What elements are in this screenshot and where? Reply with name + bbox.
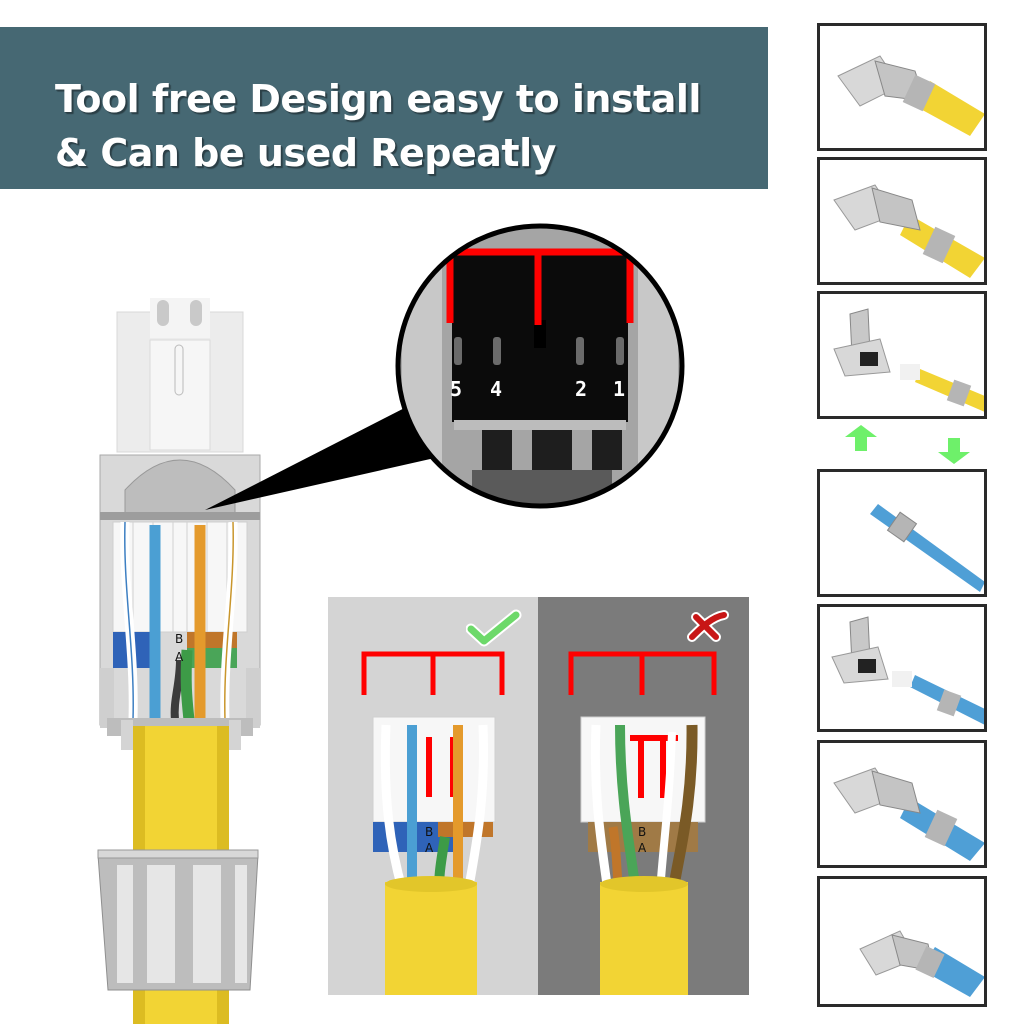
step-2-frame <box>817 157 987 285</box>
wiring-comparison: B A B A <box>328 597 749 995</box>
correct-wiring-illustration <box>361 651 505 995</box>
step-6-frame <box>817 740 987 868</box>
banner-title-line-1: Tool free Design easy to install <box>55 77 701 121</box>
step-1-frame <box>817 23 987 151</box>
pin-label-2: 2 <box>575 377 588 401</box>
pin-label-1: 1 <box>613 377 626 401</box>
checkmark-icon <box>466 609 522 647</box>
label-a: A <box>175 650 184 664</box>
pin-label-5: 5 <box>450 377 463 401</box>
magnifier-closeup: 5 4 2 1 <box>392 220 688 512</box>
step-3-frame <box>817 291 987 419</box>
arrow-down-icon <box>938 438 970 464</box>
magnified-contacts-icon <box>395 223 685 509</box>
banner-title-line-2: & Can be used Repeatly <box>55 131 556 175</box>
cross-icon <box>687 610 729 642</box>
label-a: A <box>638 841 647 855</box>
blue-cable-with-cap-icon <box>870 504 985 592</box>
label-b: B <box>638 825 647 839</box>
label-b: B <box>175 632 184 646</box>
incorrect-wiring-illustration <box>568 651 717 995</box>
assembled-connector-yellow-icon <box>837 55 985 136</box>
opened-connector-blue-icon <box>831 616 985 725</box>
loosened-connector-blue-icon <box>833 767 985 861</box>
pin-label-4: 4 <box>490 377 503 401</box>
label-b: B <box>425 825 434 839</box>
opened-connector-yellow-icon <box>833 308 985 412</box>
incorrect-wiring-panel: B A <box>538 597 749 995</box>
step-7-frame <box>817 876 987 1007</box>
step-4-frame <box>817 469 987 597</box>
main-connector-illustration: B A <box>95 290 265 1024</box>
title-banner: Tool free Design easy to install & Can b… <box>0 27 768 189</box>
label-a: A <box>425 841 434 855</box>
step-5-frame <box>817 604 987 732</box>
assembled-connector-blue-icon <box>859 930 985 997</box>
correct-wiring-panel: B A <box>328 597 538 995</box>
loosened-connector-yellow-icon <box>833 184 985 278</box>
rj45-connector-icon <box>97 298 261 1024</box>
arrow-up-icon <box>845 425 877 451</box>
